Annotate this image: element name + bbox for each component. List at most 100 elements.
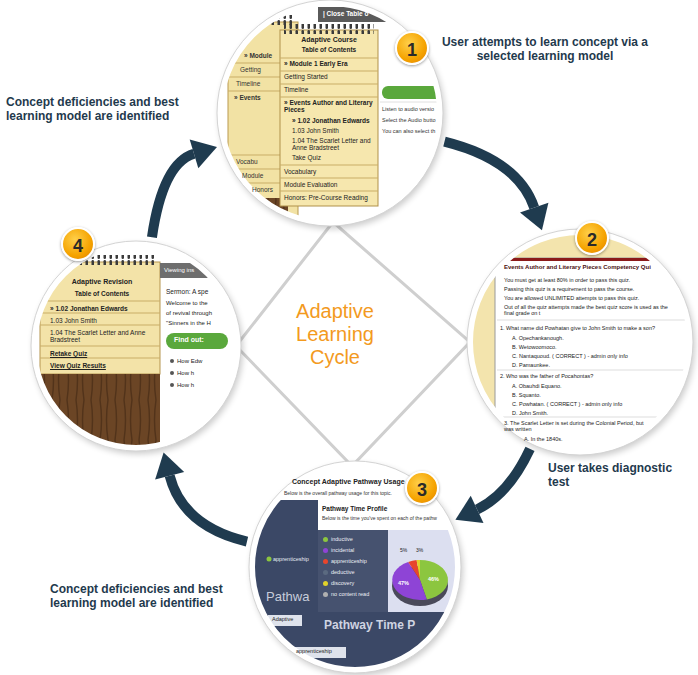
screen-text: Honors [252,186,273,193]
screen-text: 1.04 The Scarlet Letter and Anne Bradstr… [50,329,150,344]
screen-text: Getting [240,66,261,73]
screen-text: Below is the overall pathway usage for t… [284,491,392,497]
screen-text: 1.04 The Scarlet Letter and Anne Bradstr… [292,137,376,152]
screen-text: Adaptive [272,616,293,622]
screen-text: » Events [234,94,261,101]
screen-text: of revival through [166,310,212,317]
callout-number: 1 [395,31,429,65]
callout-number: 2 [575,221,609,255]
screen-text: | Close Table o [323,10,368,17]
screen-text: Listen to audio versio [382,106,434,112]
screen-text: Vocabulary [284,168,316,175]
screenshot-revision [32,242,242,454]
screen-text: 3% [416,548,423,554]
legend-swatch [323,548,328,553]
step-caption: Concept deficiencies and best learning m… [6,96,212,124]
screen-text: apprenticeship [273,556,309,562]
cycle-arrow [455,449,530,523]
center-diamond [236,222,470,466]
legend-text: deductive [331,569,355,575]
screen-text: Adaptive Revision [44,278,160,286]
step-caption: User takes diagnostic test [548,462,694,490]
screenshot-course [218,0,452,228]
screen-text: Passing this quiz is a requirement to pa… [504,286,634,292]
screen-text: Find out: [174,336,204,344]
screen-text: Out of all the quiz attempts made the be… [504,304,676,317]
screen-text: » Module [244,52,272,59]
screenshot-quiz [468,230,695,458]
cycle-arrow [152,139,217,237]
screen-text: Adaptive Course [280,36,378,44]
legend-swatch [323,537,328,542]
screen-text: A. Obauhdi Equano. [512,383,562,389]
screen-text: "Sinners in the H [166,320,211,327]
cycle-arrow [444,142,548,231]
screenshot-circle: Adaptive RevisionTable of Contents » 1.02… [34,244,238,448]
screen-text: 47% [398,580,409,586]
screen-text: Below is the time you've spent on each o… [322,516,440,522]
screen-text: You must get at least 80% in order to pa… [504,277,630,283]
screen-text: B. Wetowoomoco. [512,344,557,350]
legend-swatch [323,592,328,597]
screen-text: A. In the 1840s. [524,436,563,442]
screen-text: How h [177,370,194,377]
screen-text: » 1.02 Jonathan Edwards [292,117,370,124]
diagram-title: Adaptive Learning Cycle [280,300,390,369]
legend-text: discovery [331,580,354,586]
screen-text: » Events Author and Literary Pieces [284,99,376,114]
screenshot-circle: Events Author and Literary Pieces Compet… [470,232,690,452]
screen-text: 5% [400,548,407,554]
step-caption: Concept deficiencies and best learning m… [50,583,256,611]
screen-text: How Edw [177,358,202,365]
screen-text: 3. The Scarlet Letter is set during the … [504,420,654,433]
legend-text: incidental [331,547,354,553]
screen-text: Pathwa [266,590,309,605]
screen-text: Concept Adaptive Pathway Usage [292,478,405,486]
screen-text: You can also select th [382,128,435,134]
screen-text: C. Powhatan. ( CORRECT ) - admin only in… [512,401,622,407]
screen-text: 1. What name did Powhatan give to John S… [500,325,682,331]
screen-text: C. Nantaquoud. ( CORRECT ) - admin only … [512,353,628,359]
screen-text: Pathway Time P [324,619,415,633]
screen-text: Module Evaluation [284,181,337,188]
legend-text: inductive [331,536,353,542]
callout-number: 3 [405,471,439,505]
screen-text: Sermon: A spe [166,288,208,295]
screen-text: Events Author and Literary Pieces Compet… [504,264,651,271]
screen-text: How h [177,382,194,389]
legend-text: apprenticeship [331,558,367,564]
legend-swatch [323,581,328,586]
legend-swatch [323,570,328,575]
screen-text: » 1.02 Jonathan Edwards [50,305,128,312]
legend-swatch [323,559,328,564]
screen-text: 1.03 John Smith [292,127,339,134]
callout-number: 4 [61,227,95,261]
screen-text: Take Quiz [292,154,321,161]
screen-text: Retake Quiz [50,350,87,357]
screen-text: Timeline [236,80,260,87]
screen-text: Table of Contents [280,46,378,53]
screen-text: Welcome to the [166,300,208,307]
screen-text: Table of Contents [44,290,160,297]
screen-text: Select the Audio butto [382,117,436,123]
screen-text: Getting Started [284,73,328,80]
legend-text: no content read [331,591,369,597]
cycle-arrow [155,452,247,541]
step-caption: User attempts to learn concept via a sel… [440,36,650,64]
screen-text: View Quiz Results [50,362,106,369]
screen-text: D. Pamaunkee. [512,362,550,368]
screen-text: Module [242,172,263,179]
screen-text: » Module 1 Early Era [284,60,348,67]
screen-text: Timeline [284,86,308,93]
screen-text: 46% [428,576,439,582]
screen-text: A. Opechankanough. [512,335,564,341]
screen-text: Viewing ins [164,267,194,274]
screen-text: D. John Smith. [512,410,548,416]
screen-text: You are allowed UNLIMITED attempts to pa… [504,295,639,301]
screen-text: Pathway Time Profile [322,505,387,512]
screen-text: Vocabu [236,158,258,165]
screen-text: B. Squanto. [512,392,541,398]
screen-text: 2. Who was the father of Pocahontas? [500,373,593,379]
screenshot-pathway [250,462,460,672]
screen-text: apprenticeship [296,648,332,654]
